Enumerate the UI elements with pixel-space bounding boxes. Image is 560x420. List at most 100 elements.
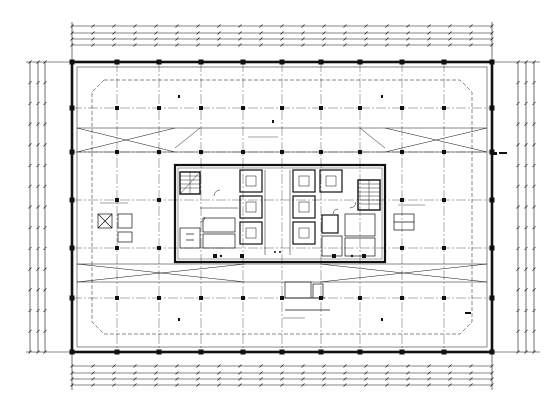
dimension-tick <box>427 24 431 28</box>
dimension-tick <box>112 364 116 368</box>
dimension-tick <box>238 371 242 375</box>
dimension-tick <box>280 364 284 368</box>
dimension-tick <box>427 43 431 47</box>
dimension-tick <box>490 377 494 381</box>
dimension-tick <box>406 24 410 28</box>
dimension-tick <box>217 24 221 28</box>
dimension-tick <box>280 383 284 387</box>
dimension-tick <box>259 37 263 41</box>
dimension-tick <box>36 246 40 251</box>
dimension-tick <box>516 226 520 230</box>
dimension-tick <box>532 288 536 292</box>
dimension-tick <box>36 184 40 188</box>
column <box>489 59 495 65</box>
dimension-tick <box>532 246 536 251</box>
dimension-tick <box>70 37 74 41</box>
dimension-tick <box>238 383 242 387</box>
column <box>157 296 161 300</box>
right-stair <box>357 179 381 211</box>
dimension-tick <box>28 143 32 147</box>
dimension-tick <box>196 377 200 381</box>
dimension-tick <box>322 31 326 35</box>
column <box>157 106 161 110</box>
dimension-tick <box>43 308 47 313</box>
dimension-tick <box>280 43 284 47</box>
dimension-tick <box>448 43 452 47</box>
dimension-tick <box>301 24 305 28</box>
dimension-tick <box>112 24 116 28</box>
central-core <box>173 163 387 264</box>
top-dimension-ticks <box>70 24 494 47</box>
dimension-tick <box>217 364 221 368</box>
dimension-tick <box>133 43 137 47</box>
column <box>157 246 161 250</box>
dimension-tick <box>532 122 536 126</box>
dimension-tick <box>196 364 200 368</box>
dimension-tick <box>427 383 431 387</box>
dimension-tick <box>448 377 452 381</box>
column <box>319 106 323 110</box>
dimension-tick <box>28 226 32 230</box>
dimension-tick <box>343 24 347 28</box>
dimension-tick <box>280 31 284 35</box>
column <box>241 296 245 300</box>
dimension-tick <box>36 81 40 85</box>
dimension-tick <box>28 267 32 271</box>
dimension-tick <box>133 371 137 375</box>
dimension-tick <box>196 371 200 375</box>
column <box>199 106 203 110</box>
column <box>69 105 75 111</box>
dimension-tick <box>28 308 32 313</box>
dimension-tick <box>532 267 536 271</box>
dimension-tick <box>196 31 200 35</box>
dimension-tick <box>301 31 305 35</box>
dimension-tick <box>385 24 389 28</box>
dimension-tick <box>301 37 305 41</box>
dimension-tick <box>532 60 536 64</box>
dimension-tick <box>364 377 368 381</box>
right-dimension-ticks <box>516 60 536 354</box>
dimension-tick <box>532 81 536 85</box>
column <box>69 349 75 355</box>
dimension-tick <box>238 24 242 28</box>
column <box>69 245 75 251</box>
column <box>115 106 119 110</box>
dimension-tick <box>322 383 326 387</box>
dimension-tick <box>217 37 221 41</box>
left-dimension-ticks <box>28 60 47 354</box>
lower-small-room <box>284 281 330 311</box>
dimension-tick <box>385 364 389 368</box>
column <box>489 245 495 251</box>
dimension-tick <box>406 364 410 368</box>
dimension-tick <box>322 24 326 28</box>
dimension-tick <box>175 377 179 381</box>
dimension-tick <box>532 101 536 106</box>
dimension-tick <box>524 288 528 292</box>
column <box>399 59 405 65</box>
dimension-tick <box>532 308 536 313</box>
core-corridor <box>199 170 357 255</box>
dimension-tick <box>524 122 528 126</box>
dimension-tick <box>406 43 410 47</box>
dimension-tick <box>70 377 74 381</box>
dimension-tick <box>112 383 116 387</box>
dimension-tick <box>36 122 40 126</box>
dimension-tick <box>364 43 368 47</box>
dimension-tick <box>43 60 47 64</box>
dimension-tick <box>343 31 347 35</box>
dimension-tick <box>43 184 47 188</box>
dimension-tick <box>28 205 32 209</box>
dimension-tick <box>43 246 47 251</box>
corridor-symbols <box>213 251 366 258</box>
dimension-tick <box>196 24 200 28</box>
right-dimension-lines <box>492 61 540 353</box>
column <box>156 349 162 355</box>
column <box>69 149 75 155</box>
dimension-tick <box>385 43 389 47</box>
dimension-tick <box>524 350 528 354</box>
dimension-tick <box>385 377 389 381</box>
column <box>318 349 324 355</box>
dimension-tick <box>427 37 431 41</box>
dimension-tick <box>516 350 520 354</box>
